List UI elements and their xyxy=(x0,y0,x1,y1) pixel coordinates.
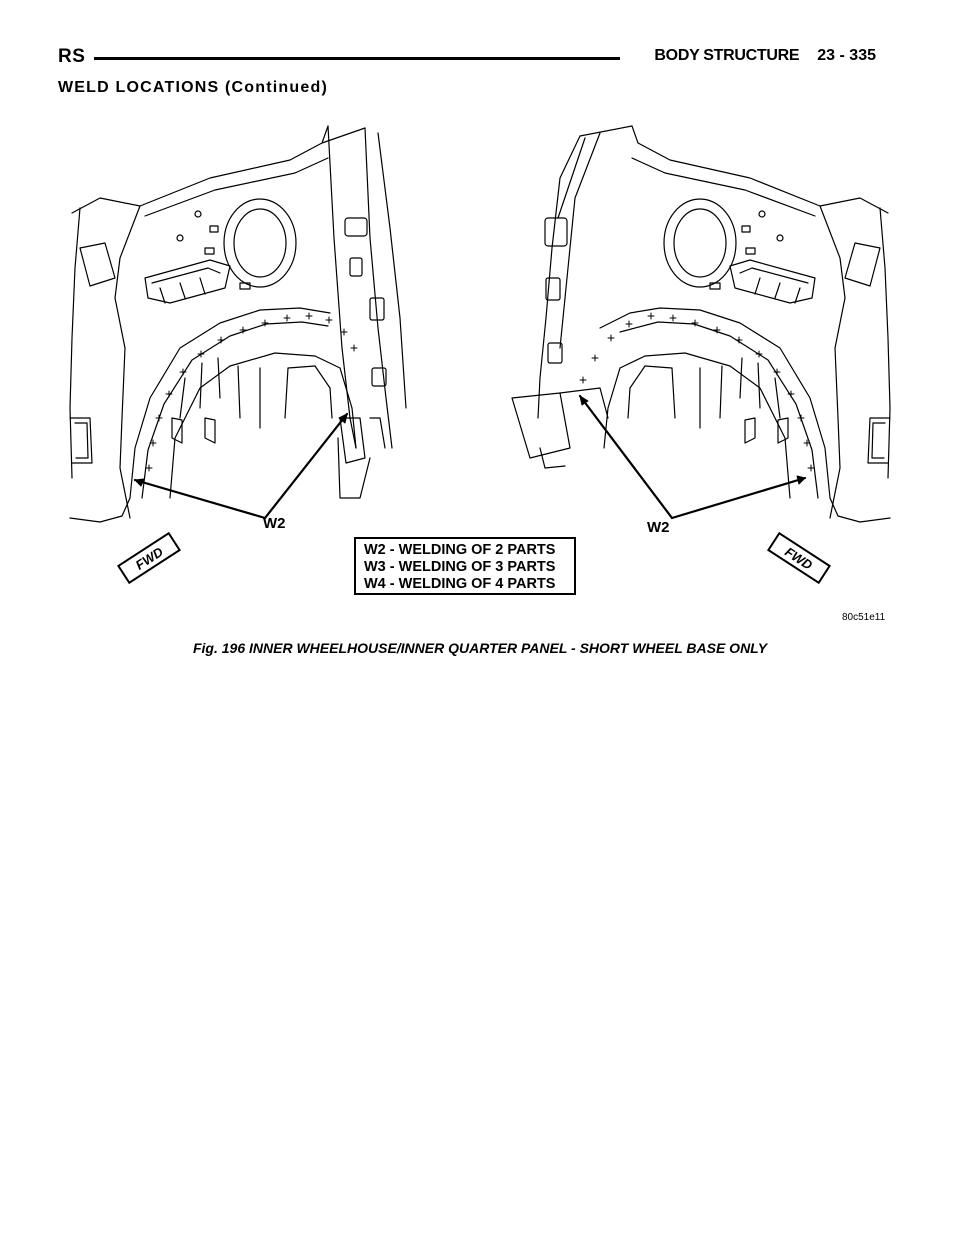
right-panel-drawing xyxy=(511,125,891,523)
figure-id: 80c51e11 xyxy=(842,612,886,623)
header-section-title: BODY STRUCTURE xyxy=(654,47,800,64)
page-header: RS BODY STRUCTURE 23 - 335 xyxy=(58,46,876,74)
header-rule xyxy=(94,57,620,60)
figure-caption: Fig. 196 INNER WHEELHOUSE/INNER QUARTER … xyxy=(192,640,768,656)
header-right: BODY STRUCTURE 23 - 335 xyxy=(654,47,876,65)
left-panel-drawing xyxy=(69,125,407,523)
legend-row-w4: W4 - WELDING OF 4 PARTS xyxy=(364,576,556,592)
weld-location-illustration xyxy=(60,118,900,630)
section-title: WELD LOCATIONS (Continued) xyxy=(58,79,328,96)
legend-row-w2: W2 - WELDING OF 2 PARTS xyxy=(364,542,556,558)
header-model-code: RS xyxy=(58,46,86,67)
weld-callout-left: W2 xyxy=(263,515,286,532)
legend-row-w3: W3 - WELDING OF 3 PARTS xyxy=(364,559,556,575)
weld-legend-box: W2 - WELDING OF 2 PARTS W3 - WELDING OF … xyxy=(354,537,576,595)
weld-callout-right: W2 xyxy=(647,519,670,536)
header-page-number: 23 - 335 xyxy=(817,47,876,64)
